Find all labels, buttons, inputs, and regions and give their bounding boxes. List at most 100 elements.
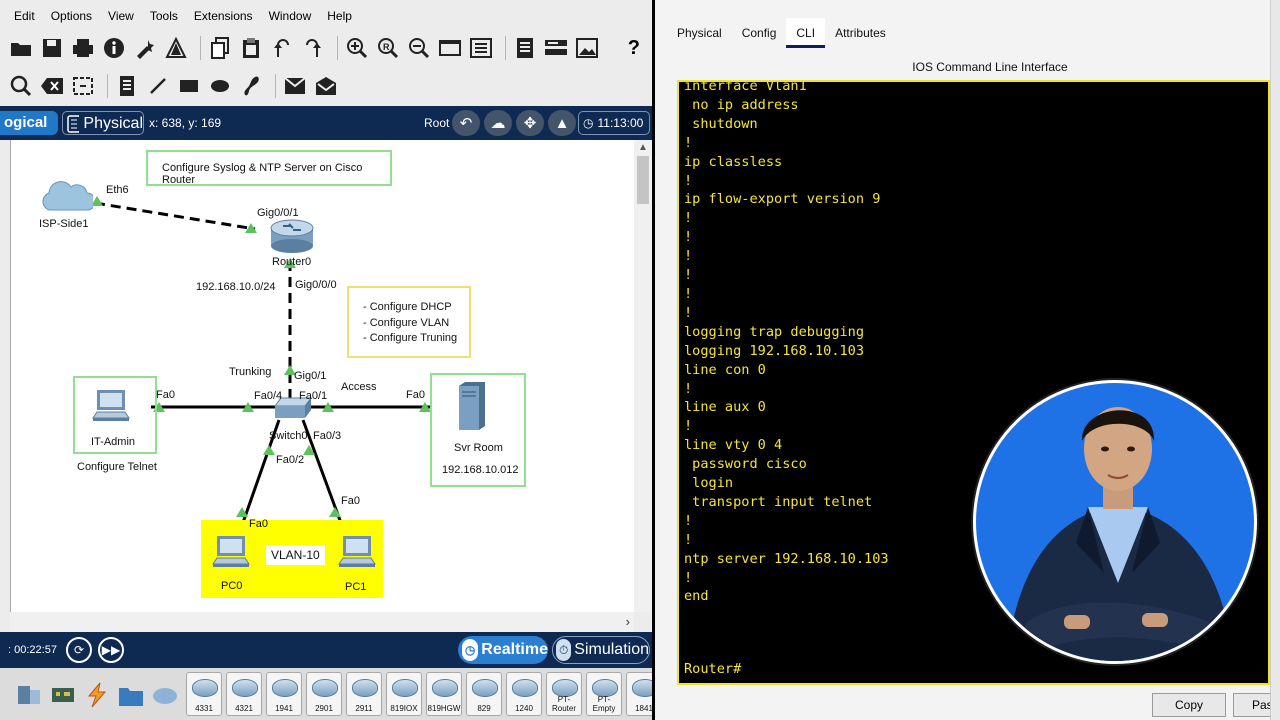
logical-workspace[interactable]: ISP-Side1 Router0 Switch0 IT-Admin [10, 140, 634, 612]
device-palette: 4331 4321 1941 2901 2911 819IOX 819HGW 8… [0, 668, 652, 720]
router-label: Router0 [272, 256, 312, 268]
copy-icon[interactable] [207, 35, 233, 61]
complex-pdu-icon[interactable] [313, 73, 339, 99]
components-icon[interactable] [50, 682, 76, 708]
tab-physical[interactable]: Physical [677, 26, 722, 40]
cloud-icon[interactable] [39, 180, 93, 214]
clock[interactable]: ◷ 11:13:00 [578, 111, 650, 135]
it-admin-label: IT-Admin [91, 436, 136, 448]
menu-edit[interactable]: Edit [14, 9, 35, 23]
network-icon[interactable] [163, 35, 189, 61]
cli-line: ! [684, 285, 693, 302]
note-icon[interactable] [114, 73, 140, 99]
end-devices-icon[interactable] [16, 682, 42, 708]
device-tile[interactable]: 829 [466, 672, 502, 716]
tab-config[interactable]: Config [741, 26, 777, 40]
pc-icon[interactable] [91, 388, 131, 424]
zoom-out-icon[interactable] [406, 35, 432, 61]
menu-extensions[interactable]: Extensions [193, 9, 253, 23]
device-tile-name: PT-Empty [592, 695, 616, 713]
device-tile[interactable]: 1841 [626, 672, 652, 716]
menu-tools[interactable]: Tools [149, 9, 178, 23]
menu-window[interactable]: Window [268, 9, 312, 23]
tab-attributes[interactable]: Attributes [835, 26, 886, 40]
device-tile[interactable]: 819IOX [386, 672, 422, 716]
inspect-icon[interactable] [8, 73, 34, 99]
cli-line: line aux 0 [684, 399, 766, 416]
miscellaneous-icon[interactable] [118, 682, 144, 708]
rectangle-icon[interactable] [176, 73, 202, 99]
device-tile[interactable]: PT-Router [546, 672, 582, 716]
cli-line: ! [684, 172, 693, 189]
print-icon[interactable] [70, 35, 96, 61]
cluster-icon[interactable]: ☁ [484, 110, 512, 136]
redo-icon[interactable] [300, 35, 326, 61]
wizard-icon[interactable] [132, 35, 158, 61]
move-icon[interactable]: ✥ [516, 110, 544, 136]
router-device-icon[interactable] [269, 216, 315, 254]
router-icon[interactable] [543, 35, 569, 61]
connections-icon[interactable] [84, 682, 110, 708]
power-cycle-icon[interactable]: ⟳ [66, 637, 92, 663]
paste-button[interactable]: Paste [1233, 693, 1273, 717]
title-note[interactable]: Configure Syslog & NTP Server on Cisco R… [146, 150, 392, 186]
info-icon[interactable] [101, 35, 127, 61]
scroll-right-icon[interactable]: › [625, 614, 630, 629]
copy-button[interactable]: Copy [1152, 693, 1226, 717]
scroll-thumb[interactable] [637, 156, 649, 204]
device-tile[interactable]: 2901 [306, 672, 342, 716]
tab-logical[interactable]: ogical [0, 111, 58, 135]
simulation-button[interactable]: ⏱ Simulation [552, 636, 650, 664]
save-icon[interactable] [39, 35, 65, 61]
device-tile[interactable]: 4331 [186, 672, 222, 716]
freeform-icon[interactable] [238, 73, 264, 99]
realtime-button[interactable]: ◷ Realtime [458, 636, 548, 664]
cli-prompt[interactable]: Router# [684, 661, 742, 677]
device-tile[interactable]: 4321 [226, 672, 262, 716]
simple-pdu-icon[interactable] [282, 73, 308, 99]
menu-options[interactable]: Options [50, 9, 93, 23]
undo-icon[interactable] [269, 35, 295, 61]
tab-cli[interactable]: CLI [786, 18, 826, 48]
delete-icon[interactable] [39, 73, 65, 99]
paste-icon[interactable] [238, 35, 264, 61]
ellipse-icon[interactable] [207, 73, 233, 99]
config-note[interactable]: - Configure DHCP - Configure VLAN - Conf… [347, 286, 471, 358]
menu-view[interactable]: View [108, 9, 134, 23]
back-icon[interactable]: ↶ [452, 110, 480, 136]
image-icon[interactable] [574, 35, 600, 61]
background-image-icon[interactable]: ▲ [548, 110, 576, 136]
port-label: Gig0/1 [294, 370, 327, 382]
custom-device-icon[interactable] [468, 35, 494, 61]
line-icon[interactable] [145, 73, 171, 99]
menu-help[interactable]: Help [327, 9, 352, 23]
device-tile[interactable]: 1240 [506, 672, 542, 716]
fast-forward-icon[interactable]: ▶▶ [98, 637, 124, 663]
cli-line: ! [684, 267, 693, 284]
pc-icon[interactable] [211, 534, 251, 570]
device-tile[interactable]: 1941 [266, 672, 302, 716]
notes-icon[interactable] [512, 35, 538, 61]
zoom-reset-icon[interactable]: R [375, 35, 401, 61]
cli-line: ! [684, 229, 693, 246]
open-folder-icon[interactable] [8, 35, 34, 61]
palette-icon[interactable] [437, 35, 463, 61]
network-label: 192.168.10.0/24 [196, 281, 276, 293]
device-tile[interactable]: 819HGW [426, 672, 462, 716]
pc-icon[interactable] [337, 534, 377, 570]
port-label: Gig0/0/0 [295, 279, 337, 291]
horizontal-scrollbar[interactable]: › [10, 612, 634, 632]
server-device-icon[interactable] [457, 380, 487, 432]
vertical-scrollbar[interactable]: ▲ [634, 140, 652, 612]
switch-device-icon[interactable] [273, 396, 313, 422]
tab-physical[interactable]: Physical [62, 111, 144, 135]
zoom-in-icon[interactable] [344, 35, 370, 61]
config-note-line: - Configure Truning [363, 332, 458, 344]
scroll-up-icon[interactable]: ▲ [638, 142, 648, 153]
multiuser-icon[interactable] [152, 682, 178, 708]
physical-icon [67, 115, 80, 133]
help-icon[interactable]: ? [627, 36, 640, 59]
resize-icon[interactable] [70, 73, 96, 99]
device-tile[interactable]: 2911 [346, 672, 382, 716]
device-tile[interactable]: PT-Empty [586, 672, 622, 716]
